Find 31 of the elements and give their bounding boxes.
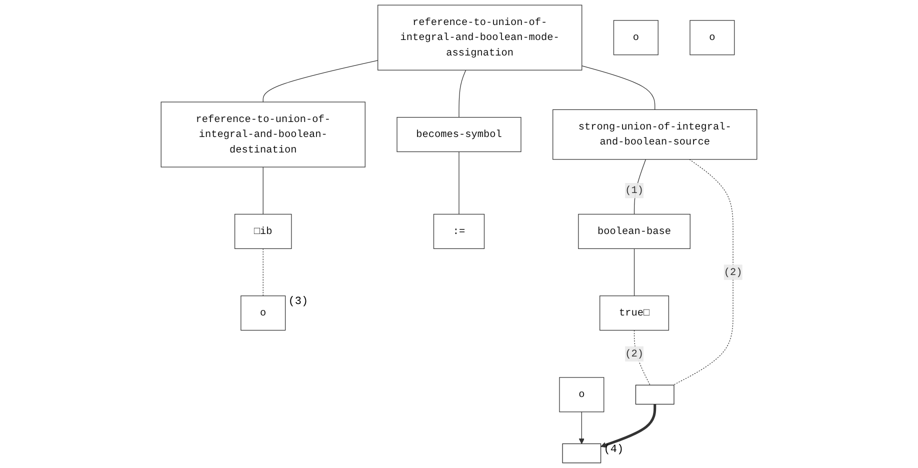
arrow — [600, 404, 656, 448]
edge-label: (2) — [625, 348, 644, 360]
connector — [458, 151, 460, 215]
node-box: reference-to-union-of-integral-and-boolean-mode-assignation — [378, 4, 582, 70]
node-box: boolean-base — [578, 214, 690, 249]
node-box: o — [690, 20, 735, 56]
node-box: strong-union-of-integral-and-boolean-source — [552, 109, 758, 160]
node-box: becomes-symbol — [396, 117, 522, 152]
connector — [634, 159, 646, 215]
connector — [262, 248, 264, 296]
node-box: reference-to-union-of-integral-and-boolean-destination — [160, 102, 366, 168]
connector — [634, 330, 650, 386]
connector — [582, 66, 656, 110]
connector — [458, 70, 466, 118]
connector — [262, 60, 378, 102]
node-note: (3) — [288, 296, 308, 308]
connector — [262, 166, 264, 215]
node-box: := — [433, 214, 485, 249]
node-box — [562, 443, 602, 464]
node-box: o — [240, 296, 286, 331]
connector — [634, 248, 635, 296]
node-box: □ib — [234, 214, 292, 249]
node-box: o — [559, 377, 604, 412]
node-box: o — [613, 20, 658, 56]
node-note: (4) — [604, 444, 624, 456]
edge-label: (1) — [625, 184, 644, 196]
arrow — [578, 412, 584, 444]
connector — [672, 159, 734, 386]
edge-label: (2) — [724, 266, 742, 278]
node-box — [635, 384, 674, 405]
node-box: true□ — [600, 296, 670, 331]
